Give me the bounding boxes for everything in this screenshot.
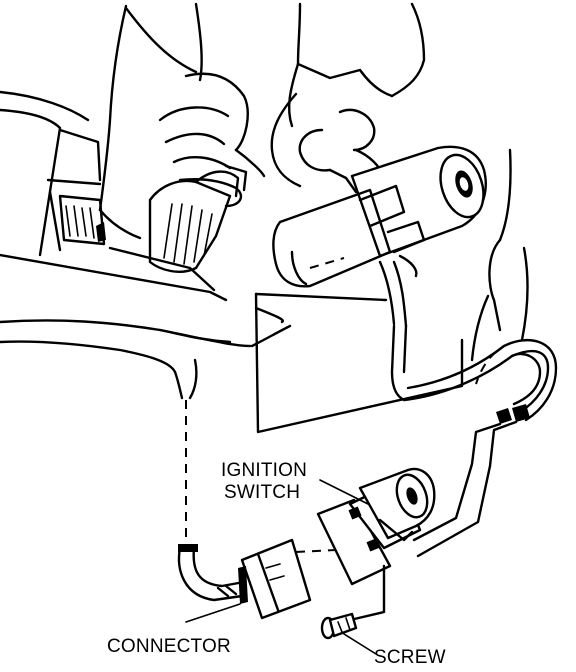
ignition-switch-label-line1: IGNITION — [221, 460, 308, 481]
reference-plate — [250, 292, 464, 434]
screw-label: SCREW — [374, 647, 446, 668]
dash-bracket — [58, 194, 106, 246]
ignition-switch-label: IGNITION SWITCH — [221, 460, 307, 504]
ignition-switch-label-line2: SWITCH — [224, 482, 301, 503]
hand-arm — [98, 2, 266, 240]
lock-cylinder-upper — [272, 145, 487, 288]
right-hand — [270, 2, 426, 194]
screw-part — [320, 564, 386, 640]
leader-lines — [185, 479, 377, 655]
dashboard-panel — [0, 90, 252, 400]
lower-ignition-switch — [316, 467, 436, 586]
connector-label: CONNECTOR — [107, 636, 231, 657]
harness-loop — [402, 338, 558, 558]
column-housing-right — [470, 148, 529, 362]
steering-column-sleeve — [148, 164, 248, 273]
connector-harness — [177, 544, 246, 602]
connector-part — [238, 538, 312, 620]
upper-switch-wires — [378, 254, 418, 402]
